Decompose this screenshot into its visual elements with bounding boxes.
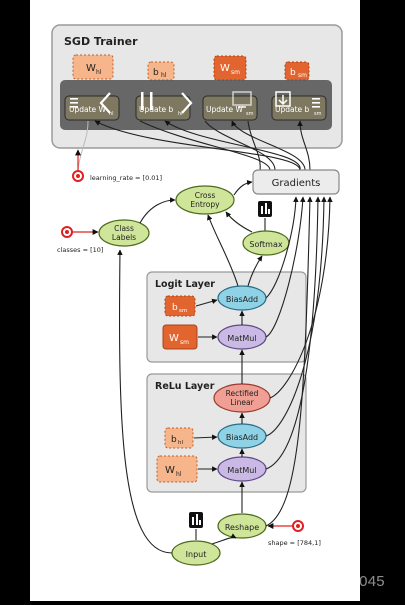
svg-text:Linear: Linear: [230, 398, 254, 407]
update-w-hl-node: Update W hl: [64, 95, 120, 121]
svg-text:sm: sm: [180, 339, 189, 346]
summary-icon: [258, 201, 272, 217]
svg-text:sm: sm: [314, 111, 322, 117]
class-labels-node: Class Labels: [98, 219, 150, 247]
sgd-trainer-title: SGD Trainer: [64, 35, 138, 48]
lower-edges: [117, 249, 245, 554]
xent-to-gradients-edge: [233, 179, 253, 196]
sgd-param-b-hl: b hl: [147, 61, 175, 81]
classes-label: classes = [10]: [57, 246, 103, 254]
learning-rate-label: learning_rate = [0.01]: [90, 174, 162, 182]
update-w-sm-node: Update W sm: [202, 95, 258, 121]
svg-text:Update W: Update W: [69, 105, 107, 114]
softmax-to-xent-edge: [225, 211, 253, 233]
svg-text:W: W: [220, 63, 230, 74]
relu-matmul-node: MatMul: [217, 456, 267, 482]
svg-text:sm: sm: [246, 111, 254, 117]
logit-w-sm-param: W sm: [162, 324, 198, 350]
svg-text:W: W: [165, 465, 175, 476]
watermark-text: https://blog.csdn.net/qq_35466045: [148, 573, 385, 590]
svg-text:hl: hl: [96, 69, 102, 76]
sgd-param-b-sm: b sm: [284, 61, 310, 81]
logit-biasadd-node: BiasAdd: [217, 285, 267, 311]
svg-text:Reshape: Reshape: [225, 523, 259, 532]
gradient-edges: [94, 120, 311, 171]
relu-rectified-linear-node: Rectified Linear: [213, 383, 271, 413]
viewer-overlay-strip: [60, 80, 332, 130]
reshape-summary-icon: [189, 512, 203, 528]
backprop-edges: [265, 196, 333, 527]
svg-text:Cross: Cross: [195, 191, 216, 200]
chevron-left-icon[interactable]: [99, 92, 111, 114]
sgd-param-w-hl: W hl: [72, 54, 114, 80]
svg-text:Entropy: Entropy: [190, 200, 220, 209]
relu-layer-title: ReLu Layer: [155, 381, 215, 392]
logit-matmul-node: MatMul: [217, 324, 267, 350]
input-node: Input: [171, 540, 221, 566]
classes-input: classes = [10]: [57, 226, 103, 254]
svg-text:sm: sm: [231, 69, 240, 76]
svg-text:b: b: [172, 303, 178, 313]
relu-w-hl-param: W hl: [156, 455, 198, 483]
reshape-node: Reshape: [217, 513, 267, 539]
svg-text:BiasAdd: BiasAdd: [226, 433, 258, 442]
svg-text:Input: Input: [186, 550, 207, 559]
svg-text:Update b: Update b: [275, 105, 310, 114]
svg-text:W: W: [86, 63, 96, 74]
svg-text:W: W: [169, 333, 179, 344]
logit-b-sm-param: b sm: [164, 295, 196, 317]
logit-edges: [195, 214, 263, 340]
svg-text:hl: hl: [109, 111, 114, 117]
pause-icon[interactable]: [141, 92, 153, 110]
svg-text:sm: sm: [298, 72, 307, 79]
svg-text:hl: hl: [161, 72, 167, 79]
svg-text:Gradients: Gradients: [272, 178, 321, 189]
learning-rate-input: learning_rate = [0.01]: [72, 149, 162, 182]
menu-icon[interactable]: [70, 98, 78, 108]
softmax-node: Softmax: [242, 230, 290, 256]
svg-text:Labels: Labels: [112, 233, 136, 242]
svg-text:Class: Class: [114, 224, 134, 233]
shape-label: shape = [784,1]: [268, 539, 321, 547]
download-icon[interactable]: [275, 91, 291, 107]
svg-text:Rectified: Rectified: [226, 389, 259, 398]
svg-text:MatMul: MatMul: [227, 466, 256, 475]
logit-layer-title: Logit Layer: [155, 279, 215, 290]
svg-text:Update b: Update b: [139, 105, 174, 114]
svg-text:MatMul: MatMul: [227, 334, 256, 343]
relu-biasadd-node: BiasAdd: [217, 423, 267, 449]
svg-text:b: b: [171, 435, 177, 445]
relu-edges: [193, 349, 245, 472]
learning-rate-edge: [77, 120, 89, 171]
update-b-hl-node: Update b hl: [135, 95, 191, 121]
svg-text:hl: hl: [176, 471, 182, 478]
gradients-node: Gradients: [252, 169, 340, 195]
cross-entropy-node: Cross Entropy: [175, 185, 235, 215]
labels-to-xent-edge: [139, 197, 176, 224]
sgd-param-w-sm: W sm: [213, 55, 247, 81]
svg-text:b: b: [290, 68, 296, 78]
svg-text:sm: sm: [179, 308, 187, 314]
svg-text:b: b: [153, 68, 159, 78]
svg-text:hl: hl: [178, 440, 183, 446]
svg-text:Softmax: Softmax: [249, 240, 282, 249]
relu-b-hl-param: b hl: [164, 427, 194, 449]
shape-input: shape = [784,1]: [267, 520, 321, 547]
screen-icon[interactable]: [232, 91, 252, 108]
svg-text:BiasAdd: BiasAdd: [226, 295, 258, 304]
svg-text:hl: hl: [178, 111, 183, 117]
chevron-right-icon[interactable]: [181, 92, 193, 114]
svg-text:Update W: Update W: [206, 105, 244, 114]
more-menu-icon[interactable]: [312, 98, 320, 108]
